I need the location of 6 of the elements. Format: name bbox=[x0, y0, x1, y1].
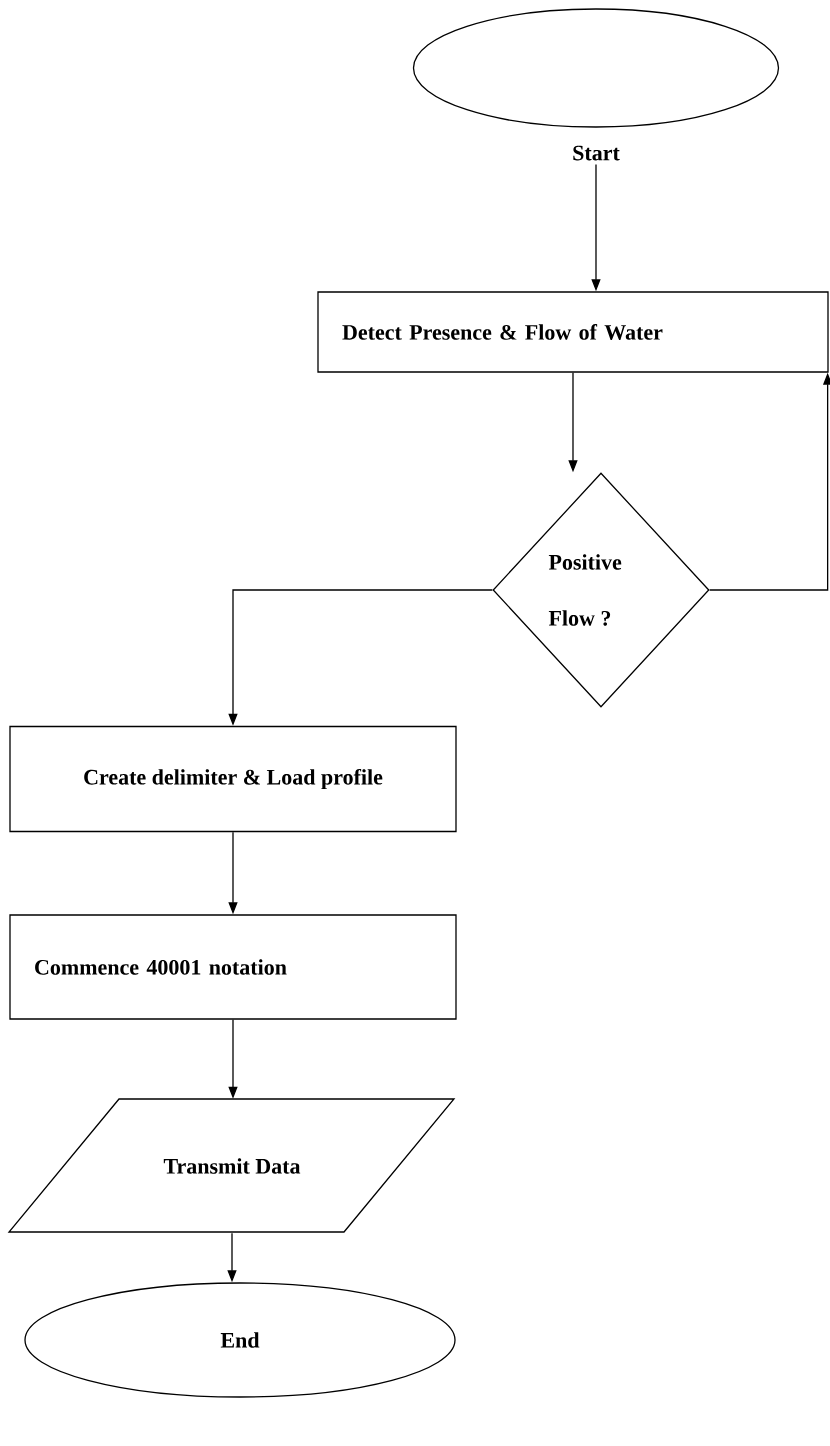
terminal-oval: End bbox=[24, 1282, 456, 1398]
node-label: Start bbox=[573, 145, 620, 161]
process-box: Detect Presence & Flow of Water bbox=[317, 291, 829, 373]
process-box: Commence 40001 notation bbox=[9, 914, 457, 1020]
terminal-oval: Start bbox=[412, 8, 780, 161]
process-box: Create delimiter & Load profile bbox=[9, 725, 457, 833]
